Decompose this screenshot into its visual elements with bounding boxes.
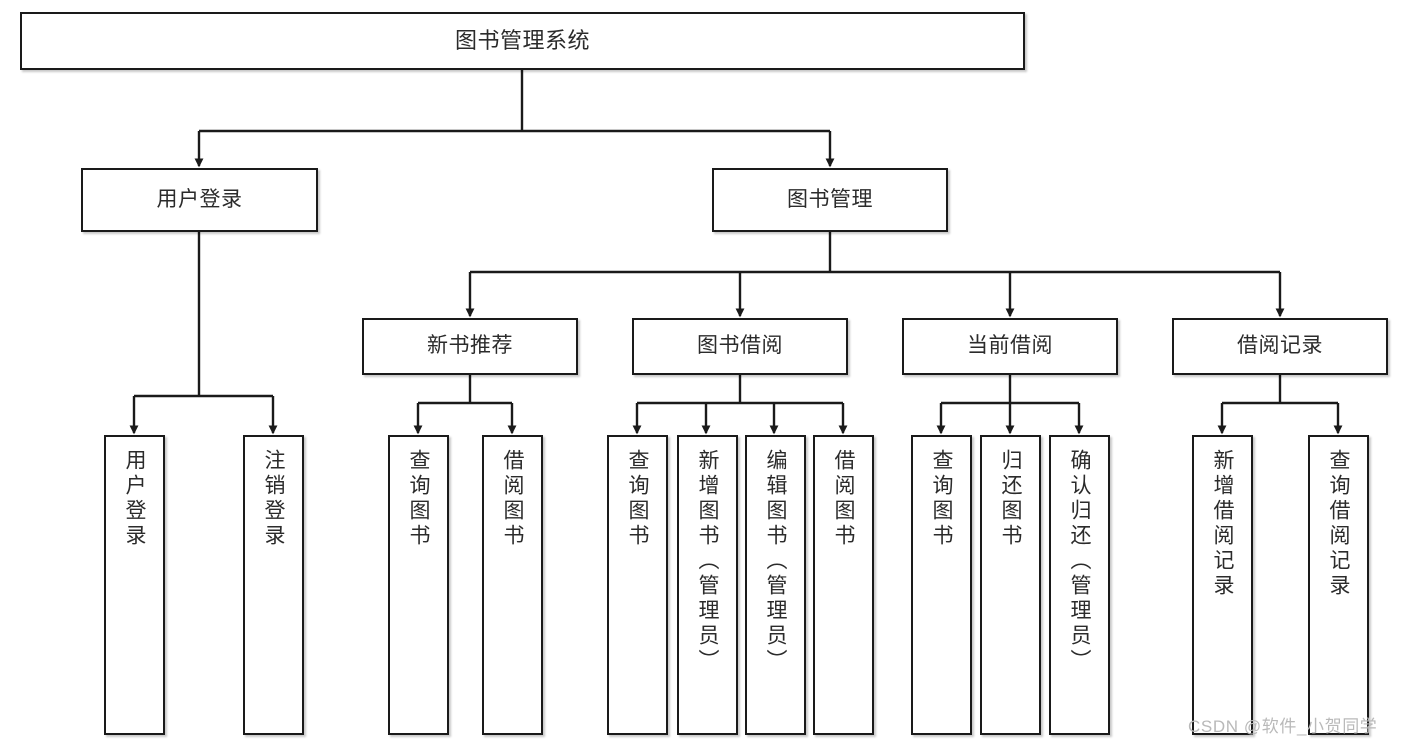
node-label: 图书管理 (787, 187, 873, 211)
node-label: 查询图书 (626, 449, 649, 549)
node-label: 确认归还（管理员） (1068, 449, 1091, 674)
node-label: 新增图书（管理员） (696, 449, 719, 674)
node-book-borrow[interactable]: 图书借阅 (632, 318, 848, 375)
node-label: 新增借阅记录 (1211, 449, 1234, 599)
node-borrow-record[interactable]: 借阅记录 (1172, 318, 1388, 375)
node-label: 当前借阅 (967, 334, 1053, 358)
node-label: 用户登录 (123, 449, 146, 549)
node-label: 借阅图书 (501, 449, 524, 549)
node-label: 查询图书 (930, 449, 953, 549)
node-label: 图书管理系统 (454, 28, 590, 54)
node-leaf-add-borrow-record[interactable]: 新增借阅记录 (1192, 435, 1253, 735)
node-leaf-user-login[interactable]: 用户登录 (104, 435, 165, 735)
node-label: 注销登录 (262, 449, 285, 549)
node-leaf-query-book-recommend[interactable]: 查询图书 (388, 435, 449, 735)
node-label: 借阅记录 (1237, 334, 1323, 358)
node-label: 归还图书 (999, 449, 1022, 549)
node-leaf-borrow-book-recommend[interactable]: 借阅图书 (482, 435, 543, 735)
node-leaf-query-book-borrow[interactable]: 查询图书 (607, 435, 668, 735)
node-leaf-confirm-return-admin[interactable]: 确认归还（管理员） (1049, 435, 1110, 735)
node-leaf-borrow-book[interactable]: 借阅图书 (813, 435, 874, 735)
node-book-management[interactable]: 图书管理 (712, 168, 948, 232)
node-leaf-query-borrow-record[interactable]: 查询借阅记录 (1308, 435, 1369, 735)
csdn-watermark: CSDN @软件_小贺同学 (1188, 717, 1378, 736)
node-leaf-add-book-admin[interactable]: 新增图书（管理员） (677, 435, 738, 735)
node-new-book-recommend[interactable]: 新书推荐 (362, 318, 578, 375)
node-leaf-logout[interactable]: 注销登录 (243, 435, 304, 735)
node-root-system[interactable]: 图书管理系统 (20, 12, 1025, 70)
node-label: 查询借阅记录 (1327, 449, 1350, 599)
node-leaf-edit-book-admin[interactable]: 编辑图书（管理员） (745, 435, 806, 735)
node-label: 新书推荐 (427, 334, 513, 358)
node-user-login[interactable]: 用户登录 (81, 168, 318, 232)
node-label: 用户登录 (156, 187, 243, 211)
node-leaf-return-book[interactable]: 归还图书 (980, 435, 1041, 735)
node-label: 编辑图书（管理员） (764, 449, 787, 674)
node-label: 查询图书 (407, 449, 430, 549)
node-label: 借阅图书 (832, 449, 855, 549)
node-current-borrow[interactable]: 当前借阅 (902, 318, 1118, 375)
node-label: 图书借阅 (697, 334, 783, 358)
node-leaf-query-book-current[interactable]: 查询图书 (911, 435, 972, 735)
